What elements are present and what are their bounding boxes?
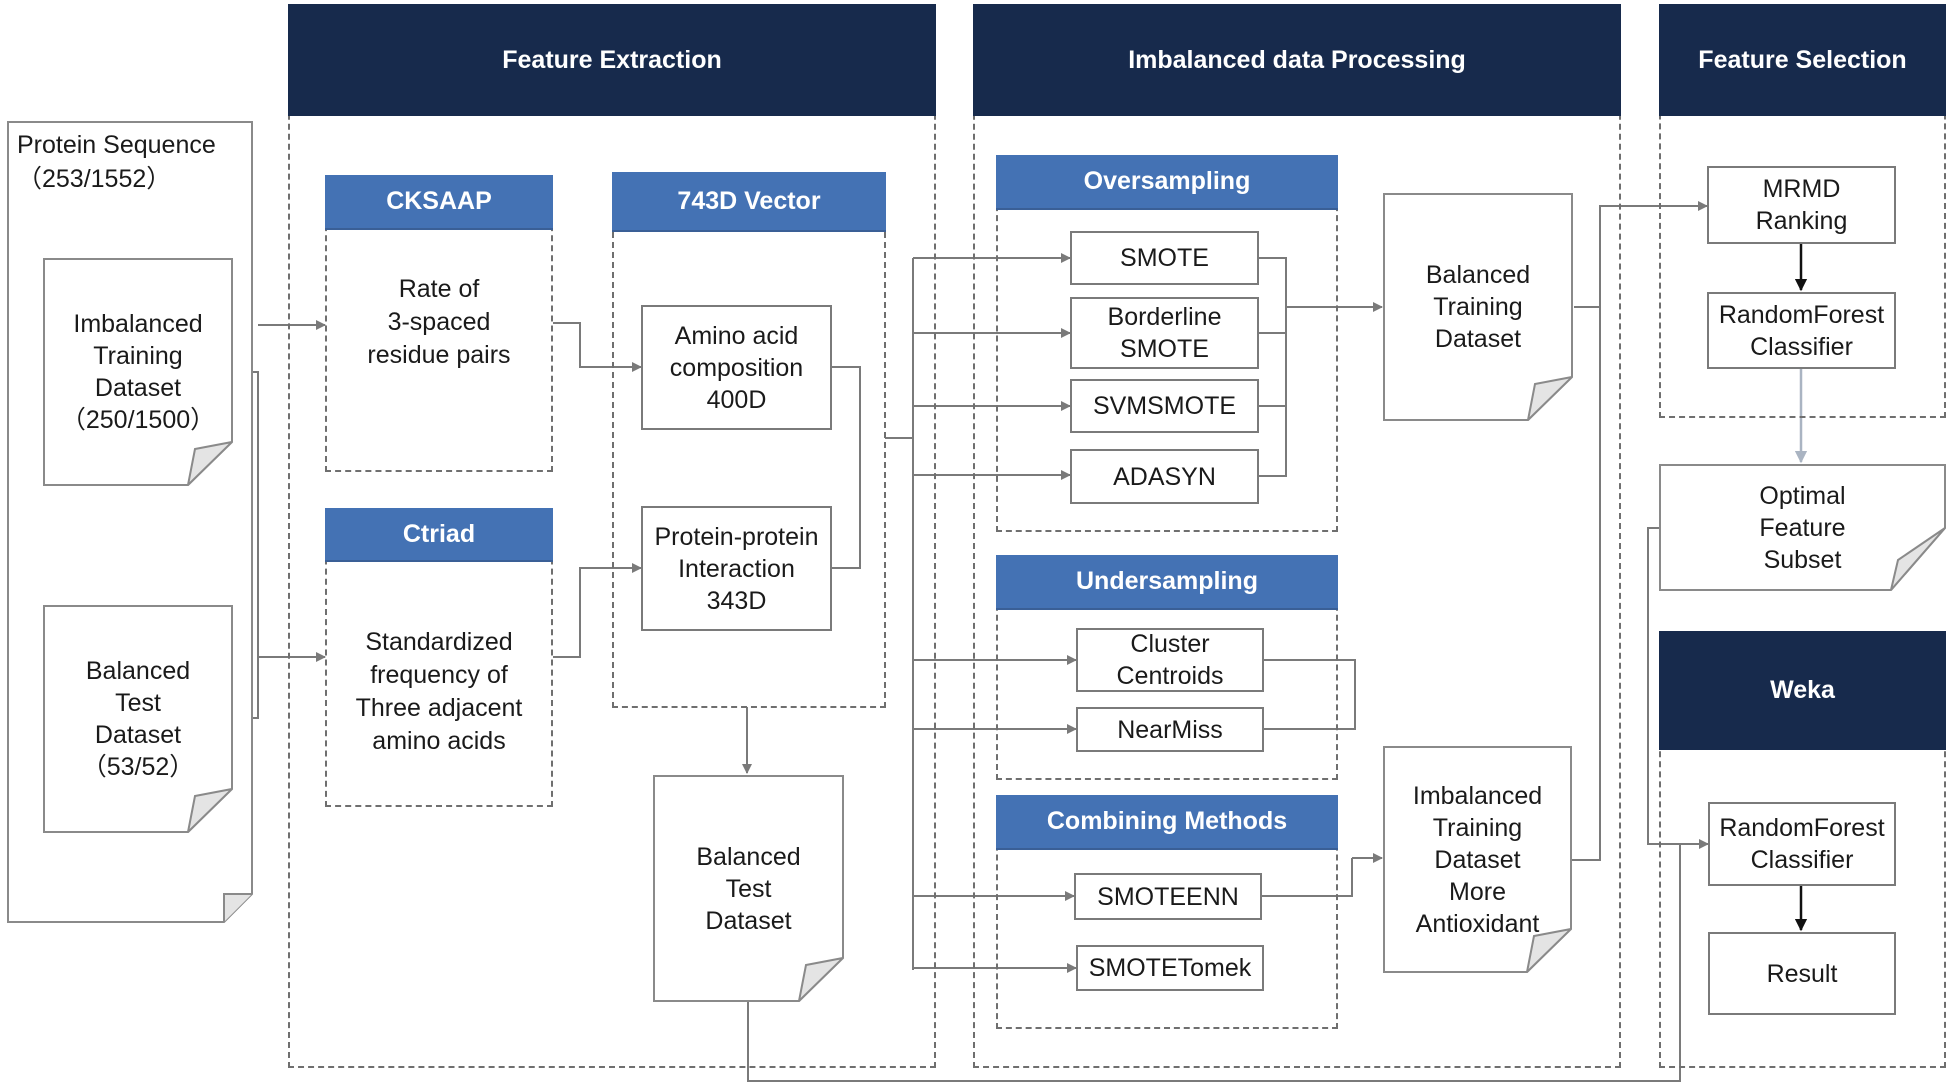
document-shape	[43, 605, 233, 833]
borderline-smote-box: Borderline SMOTE	[1070, 297, 1259, 369]
optimal-feature-subset-doc: Optimal Feature Subset	[1659, 464, 1946, 591]
ctriad-title: Ctriad	[325, 508, 553, 562]
undersampling-title: Undersampling	[996, 555, 1338, 610]
balanced-training-dataset-doc: Balanced Training Dataset	[1383, 193, 1573, 421]
nearmiss-box: NearMiss	[1076, 707, 1264, 752]
arrow-subset-to-weka-rf	[1647, 527, 1709, 849]
imbalanced-training-input-label: Imbalanced Training Dataset （250/1500）	[60, 310, 216, 434]
arrow-cksaap-to-aac	[553, 322, 642, 372]
svmsmote-box: SVMSMOTE	[1070, 379, 1259, 433]
arrow-ctriad-to-ppi	[553, 563, 642, 658]
imbalanced-training-dataset-label: Imbalanced Training Dataset More Antioxi…	[1412, 781, 1543, 938]
balanced-test-dataset-doc: Balanced Test Dataset	[653, 775, 844, 1002]
imbalanced-training-input-doc: Imbalanced Training Dataset （250/1500）	[43, 258, 233, 486]
document-shape	[43, 258, 233, 486]
ctriad-description: Standardized frequency of Three adjacent…	[355, 627, 523, 756]
balanced-test-input-doc: Balanced Test Dataset （53/52）	[43, 605, 233, 833]
combining-methods-title: Combining Methods	[996, 795, 1338, 850]
cksaap-title: CKSAAP	[325, 175, 553, 230]
feature-extraction-header: Feature Extraction	[288, 4, 936, 116]
document-shape	[1383, 193, 1573, 421]
smotetomek-box: SMOTETomek	[1076, 945, 1264, 991]
arrow-to-mrmd	[1574, 201, 1708, 308]
weka-header: Weka	[1659, 631, 1946, 750]
protein-protein-interaction-box: Protein-protein Interaction 343D	[641, 506, 832, 631]
feature-selection-header: Feature Selection	[1659, 4, 1946, 116]
document-shape	[1659, 464, 1946, 591]
imbalanced-training-dataset-doc: Imbalanced Training Dataset More Antioxi…	[1383, 746, 1572, 973]
cluster-centroids-box: Cluster Centroids	[1076, 628, 1264, 692]
connector-oversampling-merge	[1259, 257, 1287, 477]
connector-imbalanced-to-selection	[1571, 307, 1601, 861]
protein-sequence-title: Protein Sequence （253/1552）	[17, 131, 216, 193]
balanced-test-input-label: Balanced Test Dataset （53/52）	[81, 657, 195, 781]
connector-undersampling-out	[1264, 659, 1356, 730]
mrmd-ranking-box: MRMD Ranking	[1707, 166, 1896, 244]
cksaap-description: Rate of 3-spaced residue pairs	[367, 274, 511, 370]
vector-title: 743D Vector	[612, 172, 886, 232]
oversampling-title: Oversampling	[996, 155, 1338, 210]
smoteenn-box: SMOTEENN	[1074, 873, 1262, 920]
adasyn-box: ADASYN	[1070, 449, 1259, 504]
document-shape	[1383, 746, 1572, 973]
weka-randomforest-box: RandomForest Classifier	[1708, 802, 1896, 886]
smote-box: SMOTE	[1070, 231, 1259, 285]
optimal-feature-subset-label: Optimal Feature Subset	[1759, 481, 1846, 574]
connector-test-to-weka	[747, 844, 1681, 1082]
selection-randomforest-box: RandomForest Classifier	[1707, 292, 1896, 369]
connector-combining-out	[1262, 858, 1353, 897]
document-shape	[653, 775, 844, 1002]
connector-vector-merge	[832, 366, 861, 569]
imbalanced-processing-header: Imbalanced data Processing	[973, 4, 1621, 116]
result-box: Result	[1708, 932, 1896, 1015]
balanced-training-dataset-label: Balanced Training Dataset	[1425, 261, 1531, 353]
amino-acid-composition-box: Amino acid composition 400D	[641, 305, 832, 430]
balanced-test-dataset-label: Balanced Test Dataset	[696, 842, 801, 935]
